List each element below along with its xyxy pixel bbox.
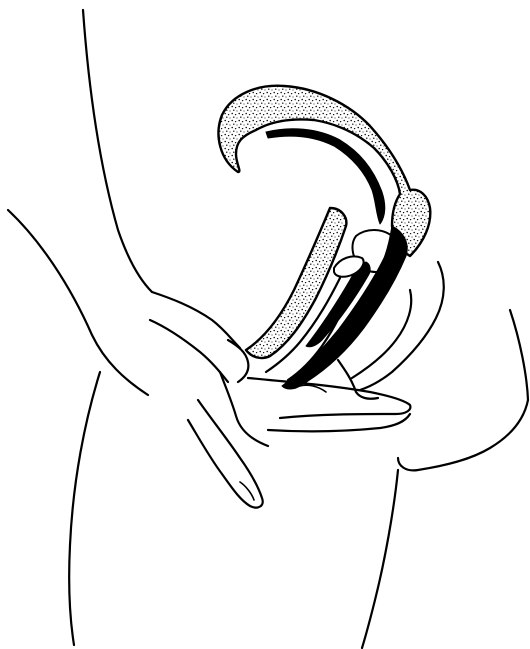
buttock-contour [398,310,528,470]
forearm-contour-top [152,292,240,348]
hand-palm-contour [220,372,268,446]
hand-knuckle-contour [228,340,248,382]
finger-upper-contour [248,378,410,418]
forearm-contour-bottom [150,320,228,382]
vaginal-wall [246,208,346,358]
thumb-contour [188,400,263,508]
thigh-contour-upper [8,210,148,395]
thigh-contour-lower [69,372,100,645]
lower-buttock-contour [362,470,398,648]
back-contour [83,10,152,292]
thumbnail [240,482,254,500]
